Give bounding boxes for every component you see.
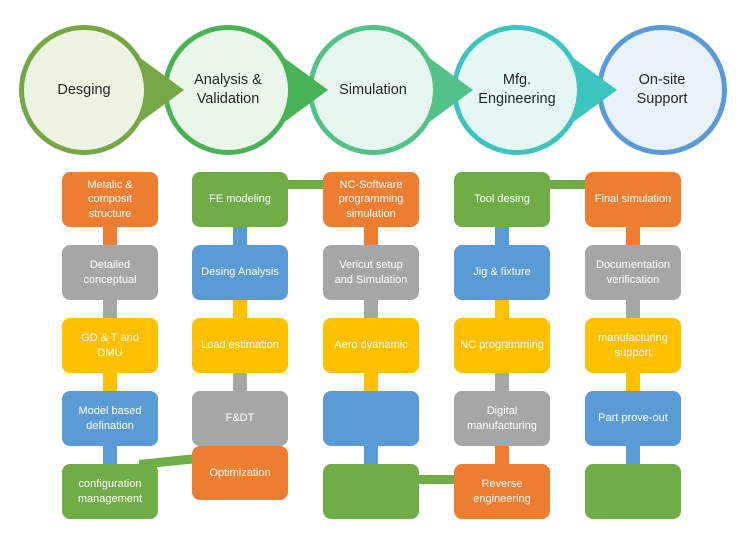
vertical-connector bbox=[626, 446, 640, 464]
task-box-desing-analysis: Desing Analysis bbox=[192, 245, 288, 300]
task-box-fdt: F&DT bbox=[192, 391, 288, 446]
task-box-manufacturing-support: manufacturing support bbox=[585, 318, 681, 373]
task-box-digital-manufacturing: Digital manufacturing bbox=[454, 391, 550, 446]
vertical-connector bbox=[364, 227, 378, 245]
task-box-empty-simulation-5 bbox=[323, 464, 419, 519]
vertical-connector bbox=[103, 373, 117, 391]
task-box-part-prove-out: Part prove-out bbox=[585, 391, 681, 446]
vertical-connector bbox=[626, 373, 640, 391]
task-box-optimization: Optimization bbox=[192, 446, 288, 500]
task-box-final-simulation: Final simulation bbox=[585, 172, 681, 227]
stage-circle-on-site-support: On-site Support bbox=[597, 25, 727, 155]
stage-circle-desging: Desging bbox=[19, 25, 149, 155]
vertical-connector bbox=[495, 446, 509, 464]
task-box-vericut-setup-and-simulation: Vericut setup and Simulation bbox=[323, 245, 419, 300]
stage-circle-simulation: Simulation bbox=[308, 25, 438, 155]
vertical-connector bbox=[233, 227, 247, 245]
cross-connector-sim-to-reverse bbox=[415, 475, 458, 484]
vertical-connector bbox=[103, 446, 117, 464]
task-box-nc-programming: NC programming bbox=[454, 318, 550, 373]
task-box-empty-onsite-5 bbox=[585, 464, 681, 519]
task-box-tool-desing: Tool desing bbox=[454, 172, 550, 227]
task-box-nc-software-programming-simulation: NC-Software programming simulation bbox=[323, 172, 419, 227]
task-box-reverse-engineering: Reverse engineering bbox=[454, 464, 550, 519]
vertical-connector bbox=[626, 300, 640, 318]
task-box-configuration-management: configuration management bbox=[62, 464, 158, 519]
vertical-connector bbox=[495, 373, 509, 391]
task-box-gdt-and-dmu: GD & T and DMU bbox=[62, 318, 158, 373]
vertical-connector bbox=[626, 227, 640, 245]
vertical-connector bbox=[233, 300, 247, 318]
vertical-connector bbox=[364, 446, 378, 464]
task-box-load-estimation: Load estimation bbox=[192, 318, 288, 373]
vertical-connector bbox=[103, 300, 117, 318]
vertical-connector bbox=[495, 300, 509, 318]
vertical-connector bbox=[233, 373, 247, 391]
task-box-model-based-defination: Model based defination bbox=[62, 391, 158, 446]
task-box-metalic-composit-structure: Metalic & composit structure bbox=[62, 172, 158, 227]
task-box-jig-and-fixture: Jig & fixture bbox=[454, 245, 550, 300]
stage-circle-mfg-engineering: Mfg. Engineering bbox=[452, 25, 582, 155]
vertical-connector bbox=[364, 300, 378, 318]
cross-connector-tool-to-final bbox=[546, 180, 589, 189]
vertical-connector bbox=[103, 227, 117, 245]
cross-connector-fe-to-nc bbox=[284, 180, 327, 189]
task-box-empty-simulation-4 bbox=[323, 391, 419, 446]
task-box-documentation-verification: Documentation verification bbox=[585, 245, 681, 300]
vertical-connector bbox=[495, 227, 509, 245]
task-box-fe-modeling: FE modeling bbox=[192, 172, 288, 227]
task-box-aero-dyanamic: Aero dyanamic bbox=[323, 318, 419, 373]
task-box-detailed-conceptual: Detailed conceptual bbox=[62, 245, 158, 300]
stage-circle-analysis-validation: Analysis & Validation bbox=[163, 25, 293, 155]
vertical-connector bbox=[364, 373, 378, 391]
